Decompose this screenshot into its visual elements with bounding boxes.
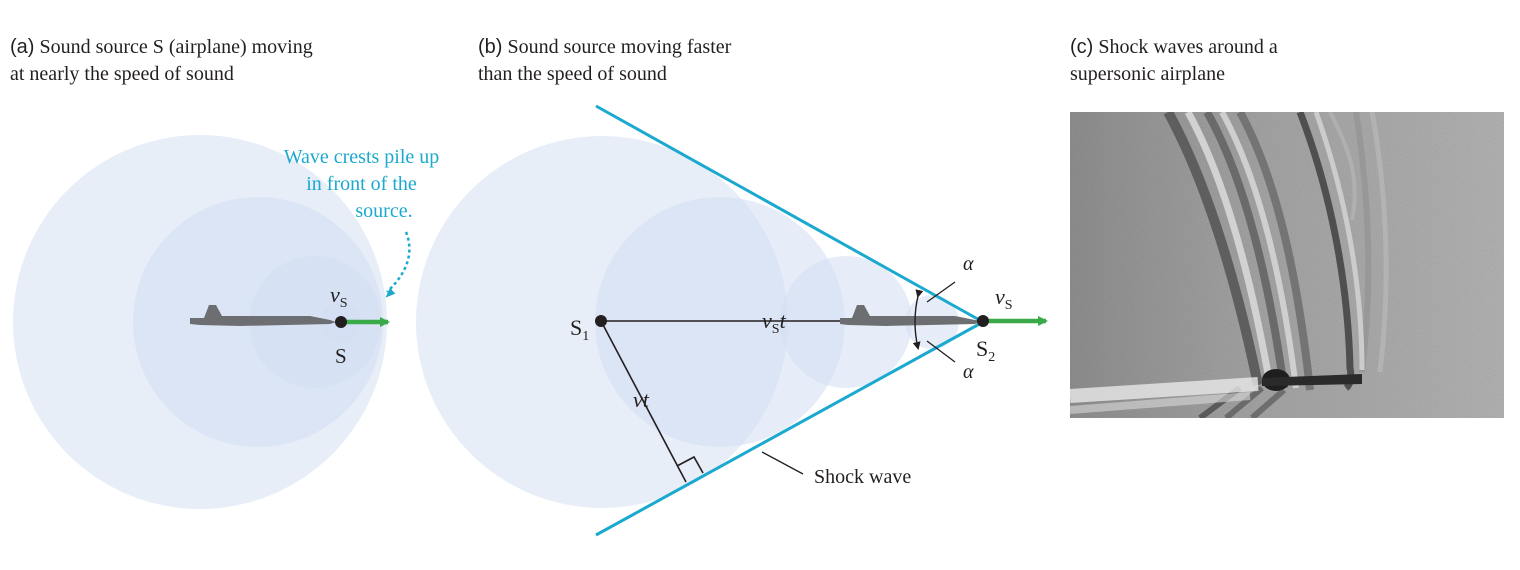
panel-a-title-line-2: at nearly the speed of sound bbox=[10, 63, 234, 85]
s1-label: S1 bbox=[570, 315, 589, 344]
alpha-bottom-label: α bbox=[963, 361, 974, 383]
panel-b-title-line-1: Sound source moving faster bbox=[507, 36, 732, 58]
panel-b-title: (b) Sound source moving faster than the … bbox=[478, 34, 731, 88]
panel-b-title-line-2: than the speed of sound bbox=[478, 63, 667, 85]
panel-c-title-line-1: Shock waves around a bbox=[1098, 36, 1278, 58]
velocity-label-b: vS bbox=[995, 284, 1013, 313]
vst-label: vSt bbox=[762, 308, 787, 337]
panel-a-title-line-1: Sound source S (airplane) moving bbox=[39, 36, 313, 58]
alpha-bottom-leader bbox=[926, 340, 956, 363]
alpha-arc bbox=[912, 289, 924, 350]
panel-a-diagram: vS S Wave crests pile up in front of the… bbox=[13, 135, 445, 509]
source-point-a bbox=[335, 316, 347, 328]
shock-wave-leader bbox=[761, 451, 804, 475]
panel-b-diagram: S1 S2 vSt vt α α vS Shock wave bbox=[416, 104, 1048, 537]
alpha-top-label: α bbox=[963, 253, 974, 275]
panel-a-title: (a) Sound source S (airplane) moving at … bbox=[10, 34, 313, 88]
shock-wave-upper bbox=[595, 104, 984, 324]
panel-c-letter: (c) bbox=[1070, 36, 1094, 58]
airplane-b-icon bbox=[840, 305, 980, 326]
panel-c-title: (c) Shock waves around a supersonic airp… bbox=[1070, 34, 1278, 88]
callout-line-3: source. bbox=[355, 200, 412, 222]
callout-line-2: in front of the bbox=[306, 173, 417, 195]
shock-wave-lower bbox=[595, 320, 984, 537]
right-angle-mark bbox=[676, 455, 704, 474]
shock-wave-label: Shock wave bbox=[814, 466, 911, 488]
s1-point bbox=[595, 315, 607, 327]
velocity-label-a: vS bbox=[330, 282, 348, 311]
airplane-a-icon bbox=[190, 305, 336, 326]
alpha-top-leader bbox=[926, 281, 956, 303]
callout-text-a: Wave crests pile up in front of the sour… bbox=[284, 146, 445, 222]
panel-b-letter: (b) bbox=[478, 36, 503, 58]
source-label-a: S bbox=[335, 344, 347, 368]
vt-radius-line bbox=[600, 320, 687, 483]
s2-label: S2 bbox=[976, 336, 995, 365]
panel-c-title-line-2: supersonic airplane bbox=[1070, 63, 1225, 85]
callout-arrow-a bbox=[385, 231, 411, 298]
callout-line-1: Wave crests pile up bbox=[284, 146, 440, 168]
shock-wave-photo bbox=[1070, 112, 1504, 418]
wavefront-b-2 bbox=[595, 197, 845, 447]
s2-point bbox=[977, 315, 989, 327]
vt-label: vt bbox=[633, 387, 650, 412]
panel-a-letter: (a) bbox=[10, 36, 35, 58]
